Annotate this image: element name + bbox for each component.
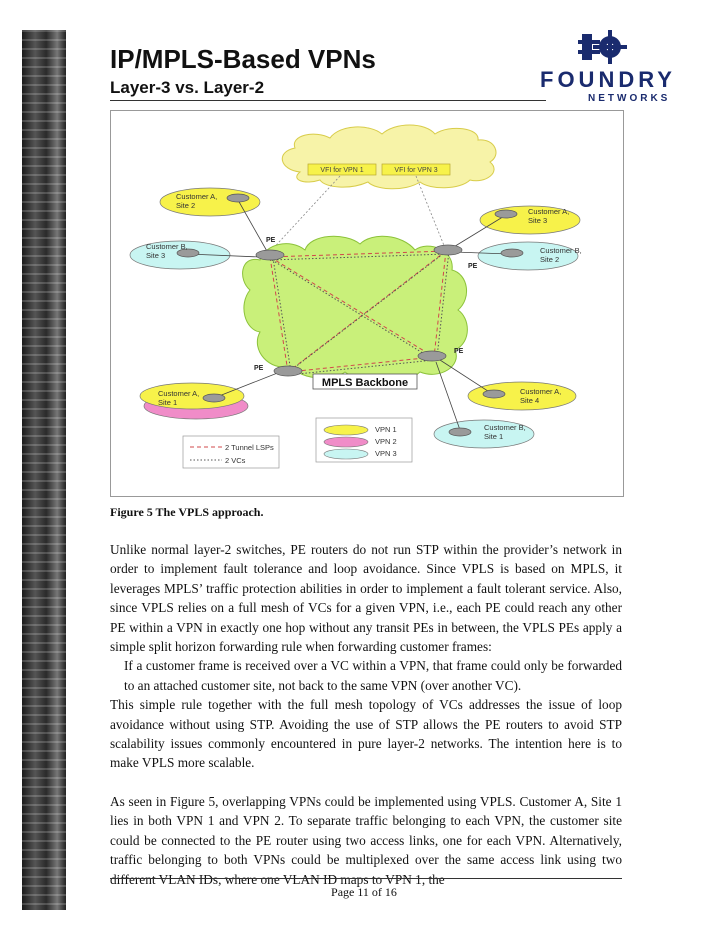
company-logo: FOUNDRY NETWORKS (540, 26, 690, 106)
ce-router-a3-icon (494, 209, 518, 219)
pe-label-nw: PE (266, 237, 276, 244)
sidebar-label-bottom: FOUNDRY NETWORKS (66, 468, 81, 628)
logo-gear-icon (578, 30, 627, 64)
pe-label-ne: PE (468, 263, 478, 270)
vc-mesh (269, 250, 450, 376)
site-a1-label-2: Site 1 (158, 398, 177, 407)
ce-router-b2-icon (500, 248, 524, 258)
page-title: IP/MPLS-Based VPNs (110, 44, 376, 74)
vfi-vpn3-label: VFI for VPN 3 (394, 167, 437, 174)
paragraph-3: This simple rule together with the full … (110, 697, 622, 771)
site-a4-label-1: Customer A, (520, 387, 561, 396)
figure-caption: Figure 5 The VPLS approach. (110, 505, 264, 519)
page-subtitle: Layer-3 vs. Layer-2 (110, 78, 265, 97)
ce-router-a2-icon (226, 193, 250, 203)
title-divider (110, 100, 546, 101)
pe-router-sw-icon (273, 365, 303, 377)
body-text: Unlike normal layer-2 switches, PE route… (110, 540, 622, 889)
ce-router-a1-icon (202, 393, 226, 403)
legend-vpn3-label: VPN 3 (375, 449, 397, 458)
pe-router-se-icon (417, 350, 447, 362)
site-b2-label-2: Site 2 (540, 255, 559, 264)
pe-label-sw: PE (254, 365, 264, 372)
vfi-vpn3-box (381, 163, 451, 176)
site-a1-ellipse-vpn1 (139, 382, 245, 410)
logo-word-foundry: FOUNDRY (540, 67, 676, 92)
legend-tunnel-label: 2 Tunnel LSPs (225, 443, 274, 452)
backbone-label-box (312, 373, 418, 390)
paragraph-1: Unlike normal layer-2 switches, PE route… (110, 542, 622, 655)
site-a2-label-1: Customer A, (176, 192, 217, 201)
ce-router-b1-icon (448, 427, 472, 437)
sidebar-label-top: WHITE PAPER (66, 178, 81, 280)
site-a1-label-1: Customer A, (158, 389, 199, 398)
legend-lines-box (182, 435, 280, 469)
site-a2-label-2: Site 2 (176, 201, 195, 210)
paragraph-gap (110, 773, 622, 792)
pe-label-se: PE (454, 348, 464, 355)
legend-vpn1-label: VPN 1 (375, 425, 397, 434)
site-a4-ellipse (467, 381, 577, 411)
paragraph-rule: If a customer frame is received over a V… (124, 658, 622, 693)
footer-divider (110, 878, 622, 879)
router-icons (176, 193, 524, 437)
legend-vpn2-label: VPN 2 (375, 437, 397, 446)
ce-router-a4-icon (482, 389, 506, 399)
page-number: Page 11 of 16 (331, 885, 397, 899)
pe-router-nw-icon (255, 249, 285, 261)
backbone-label: MPLS Backbone (322, 377, 408, 389)
vfi-cloud (282, 124, 497, 190)
site-a3-label-1: Customer A, (528, 207, 569, 216)
site-b3-label-2: Site 3 (146, 251, 165, 260)
vpls-diagram: VFI for VPN 1 VFI for VPN 3 (129, 124, 582, 469)
vfi-vpn1-box (307, 163, 377, 176)
legend-vc-label: 2 VCs (225, 456, 246, 465)
site-b3-label-1: Customer B, (146, 242, 188, 251)
legend-vpn1-swatch (323, 424, 369, 436)
pe-router-ne-icon (433, 244, 463, 256)
site-a3-label-2: Site 3 (528, 216, 547, 225)
site-b2-ellipse (477, 241, 579, 271)
paragraph-4: As seen in Figure 5, overlapping VPNs co… (110, 793, 622, 887)
sidebar-texture (22, 30, 66, 910)
figure-frame (110, 110, 624, 497)
site-a4-label-2: Site 4 (520, 396, 539, 405)
ce-router-b3-icon (176, 248, 200, 258)
legend-vpn3-swatch (323, 448, 369, 460)
site-b1-label-1: Customer B, (484, 423, 526, 432)
mpls-backbone-cloud (242, 235, 468, 384)
site-b1-label-2: Site 1 (484, 432, 503, 441)
sidebar-banner: WHITE PAPER FOUNDRY NETWORKS (22, 30, 81, 910)
logo-word-networks: NETWORKS (588, 93, 671, 104)
vfi-vpn1-label: VFI for VPN 1 (320, 167, 363, 174)
site-b2-label-1: Customer B, (540, 246, 582, 255)
legend-vpn2-swatch (323, 436, 369, 448)
